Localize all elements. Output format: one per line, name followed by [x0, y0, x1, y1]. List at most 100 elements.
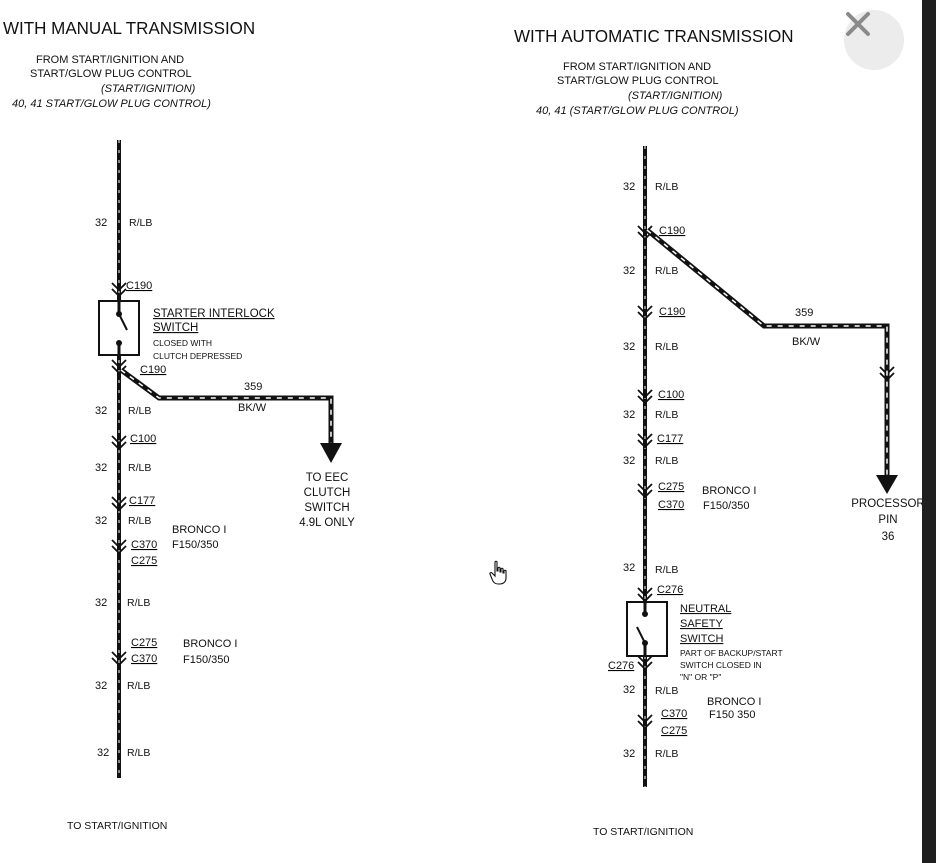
left-model-b-2: F150/350: [183, 654, 229, 666]
right-circuit-num: 32: [623, 341, 635, 353]
right-wire-color: R/LB: [655, 181, 678, 193]
left-dest-2: CLUTCH: [304, 487, 351, 499]
left-bottom-label: TO START/IGNITION: [67, 820, 167, 832]
right-bottom-label: TO START/IGNITION: [593, 826, 693, 838]
left-title: WITH MANUAL TRANSMISSION: [3, 18, 256, 39]
right-circuit-num: 32: [623, 265, 635, 277]
right-circuit-num: 32: [623, 455, 635, 467]
right-circuit-num: 32: [623, 181, 635, 193]
right-circuit-num: 32: [623, 684, 635, 696]
left-dest-4: 4.9L ONLY: [299, 517, 355, 529]
left-wire-color: R/LB: [128, 462, 151, 474]
left-branch-destination: TO EEC CLUTCH SWITCH 4.9L ONLY: [299, 472, 355, 529]
right-model-a-2: F150/350: [703, 500, 749, 512]
left-wire-color: R/LB: [128, 405, 151, 417]
right-branch-arrow: [876, 475, 898, 494]
right-from-line-2: START/GLOW PLUG CONTROL: [557, 75, 719, 87]
right-connector-c177: [637, 433, 653, 449]
left-connector-c100: [111, 435, 127, 451]
right-model-b-2: F150 350: [709, 709, 755, 721]
right-wire-color: R/LB: [655, 455, 678, 467]
left-c100-label: C100: [130, 433, 156, 445]
right-switch-note-2: SWITCH CLOSED IN: [680, 660, 762, 670]
left-connector-c190-side: [111, 359, 127, 375]
right-circuit-num: 32: [623, 409, 635, 421]
right-switch-note-3: "N" OR "P": [680, 672, 721, 682]
left-dest-3: SWITCH: [304, 502, 349, 514]
right-connector-c276-b: [637, 655, 653, 671]
close-button[interactable]: [844, 10, 904, 70]
left-from-italic-1: (START/IGNITION): [101, 83, 196, 95]
left-switch-name-1: STARTER INTERLOCK: [153, 308, 275, 320]
right-c177-label: C177: [657, 433, 683, 445]
right-branch-destination: PROCESSOR PIN 36: [851, 498, 922, 543]
right-circuit-num: 32: [623, 748, 635, 760]
right-from-italic-2: 40, 41 (START/GLOW PLUG CONTROL): [536, 105, 739, 117]
left-wire-color: R/LB: [128, 515, 151, 527]
left-circuit-num: 32: [95, 515, 107, 527]
left-circuit-num: 32: [95, 217, 107, 229]
left-model-b-1: BRONCO I: [183, 638, 237, 650]
right-switch-box: [626, 601, 668, 657]
right-model-notes: BRONCO I F150/350 BRONCO I F150 350: [702, 485, 761, 721]
left-c190-top-label: C190: [126, 280, 152, 292]
left-model-notes: BRONCO I F150/350 BRONCO I F150/350: [172, 524, 237, 666]
right-model-a-1: BRONCO I: [702, 485, 756, 497]
left-from-line-2: START/GLOW PLUG CONTROL: [30, 68, 192, 80]
right-dest-2: PIN: [878, 514, 897, 526]
right-switch-name-3: SWITCH: [680, 633, 723, 645]
right-wire-color: R/LB: [655, 409, 678, 421]
right-c276b-label: C276: [608, 660, 634, 672]
left-wire-color: R/LB: [129, 217, 152, 229]
left-wire-color: R/LB: [127, 680, 150, 692]
right-c276a-label: C276: [657, 584, 683, 596]
left-c190-side-label: C190: [140, 364, 166, 376]
left-c370-label: C370: [131, 539, 157, 551]
right-switch-contact: [636, 626, 646, 644]
right-switch-note-1: PART OF BACKUP/START: [680, 648, 783, 658]
left-branch-color: BK/W: [238, 402, 267, 414]
left-dest-1: TO EEC: [306, 472, 349, 484]
right-c190a-label: C190: [659, 225, 685, 237]
left-circuit: 32 32 32 32 32 32 32 R/LB R/LB R/LB R/LB…: [67, 140, 355, 832]
viewer-edge: [922, 0, 936, 863]
right-connector-labels: C190 C190 C100 C177 C275 C370 C276 C276 …: [608, 225, 687, 737]
left-switch-note-2: CLUTCH DEPRESSED: [153, 351, 242, 361]
left-circuit-num: 32: [95, 597, 107, 609]
left-circuit-num: 32: [97, 747, 109, 759]
right-switch-name-1: NEUTRAL: [680, 603, 731, 615]
right-wire-color: R/LB: [655, 685, 678, 697]
right-dest-1: PROCESSOR: [851, 498, 922, 510]
left-c275-label: C275: [131, 555, 157, 567]
right-connector-c275-c370: [637, 483, 653, 499]
left-model-a-2: F150/350: [172, 539, 218, 551]
left-color-labels: R/LB R/LB R/LB R/LB R/LB R/LB R/LB: [127, 217, 152, 759]
right-from-italic-1: (START/IGNITION): [628, 90, 723, 102]
left-wire-color: R/LB: [127, 747, 150, 759]
left-c370b-label: C370: [131, 653, 157, 665]
left-switch-labels: STARTER INTERLOCK SWITCH CLOSED WITH CLU…: [153, 308, 275, 361]
right-title: WITH AUTOMATIC TRANSMISSION: [514, 26, 794, 47]
right-branch-color: BK/W: [792, 336, 821, 348]
left-switch-contact: [118, 313, 128, 331]
right-circuit: 32 32 32 32 32 32 32 32 R/LB R/LB R/LB R…: [593, 146, 922, 838]
right-c275a-label: C275: [658, 481, 684, 493]
left-c275b-label: C275: [131, 637, 157, 649]
right-connector-c370-c275: [637, 714, 653, 730]
right-switch-labels: NEUTRAL SAFETY SWITCH PART OF BACKUP/STA…: [680, 603, 783, 682]
left-connector-c177: [111, 496, 127, 512]
left-connector-c190-top: [111, 282, 127, 298]
right-c370a-label: C370: [658, 499, 684, 511]
left-c177-label: C177: [129, 495, 155, 507]
left-model-a-1: BRONCO I: [172, 524, 226, 536]
left-circuit-num: 32: [95, 462, 107, 474]
right-wire-color: R/LB: [655, 341, 678, 353]
left-connector-c370-c275: [111, 539, 127, 555]
left-circuit-labels: 32 32 32 32 32 32 32: [95, 217, 109, 759]
left-from-italic-2: 40, 41 START/GLOW PLUG CONTROL): [12, 98, 211, 110]
right-connector-c190-b: [637, 305, 653, 321]
left-branch-circuit: 359: [244, 381, 262, 393]
right-wire-color: R/LB: [655, 748, 678, 760]
right-circuit-labels: 32 32 32 32 32 32 32 32: [623, 181, 635, 760]
